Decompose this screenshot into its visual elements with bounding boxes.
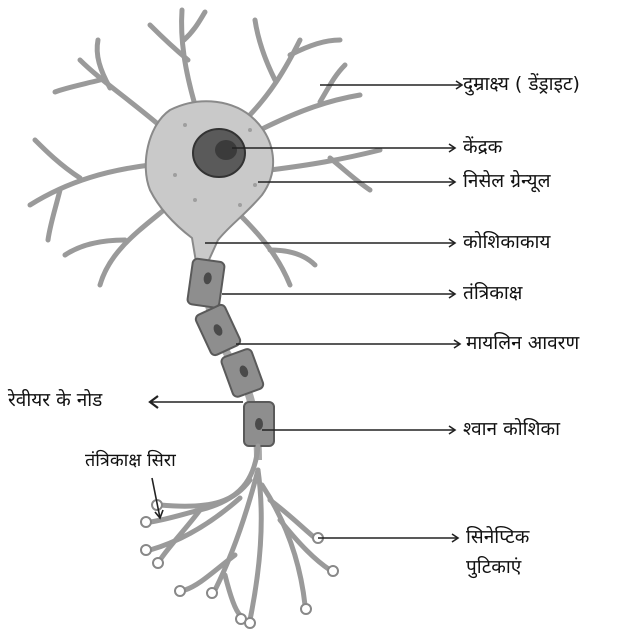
label-nissl-granules: निसेल ग्रेन्यूल xyxy=(463,170,550,193)
label-axon: तंत्रिकाक्ष xyxy=(463,282,522,305)
label-schwann-cell: श्वान कोशिका xyxy=(463,418,560,441)
label-myelin-sheath: मायलिन आवरण xyxy=(466,332,579,355)
label-cell-body: कोशिकाकाय xyxy=(463,231,550,254)
nucleolus-shape xyxy=(215,140,237,160)
label-synaptic-vesicles-line2: पुटिकाएं xyxy=(466,556,521,579)
label-dendrite: दुम्राक्ष्य ( डेंड्राइट) xyxy=(463,73,580,96)
cell-body-shape xyxy=(146,101,273,262)
label-axon-terminal: तंत्रिकाक्ष सिरा xyxy=(85,450,176,472)
label-nucleus: केंद्रक xyxy=(463,136,502,159)
label-synaptic-vesicles-line1: सिनेप्टिक xyxy=(466,526,529,549)
label-node-of-ranvier: रेवीयर के नोड xyxy=(8,389,102,412)
